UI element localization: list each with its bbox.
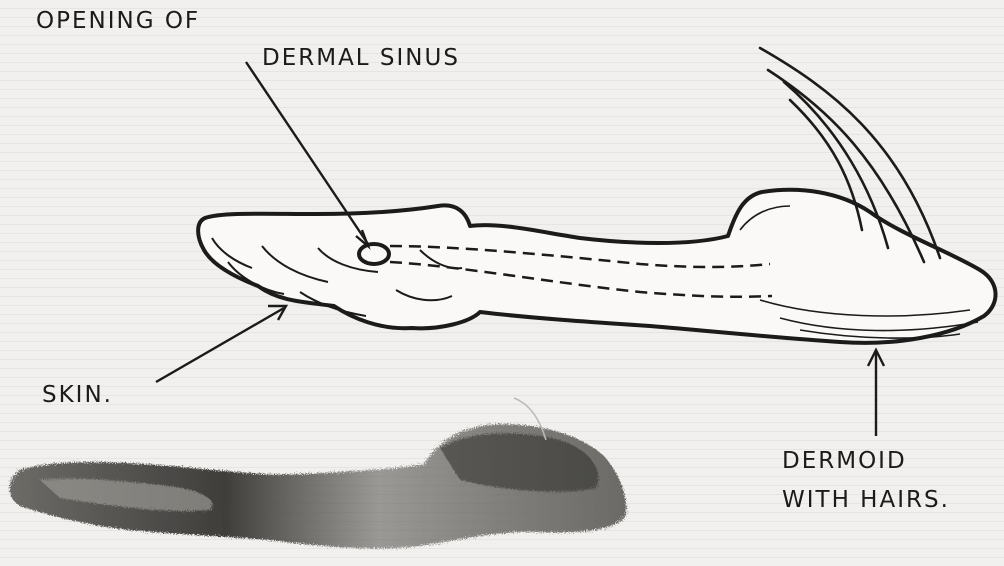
- label-dermoid: DERMOID: [782, 450, 907, 473]
- label-with-hairs: WITH HAIRS.: [782, 489, 950, 512]
- label-opening-of: OPENING OF: [36, 10, 200, 33]
- label-dermal-sinus: DERMAL SINUS: [262, 47, 460, 70]
- label-skin: SKIN.: [42, 384, 113, 407]
- sinus-opening: [359, 244, 389, 264]
